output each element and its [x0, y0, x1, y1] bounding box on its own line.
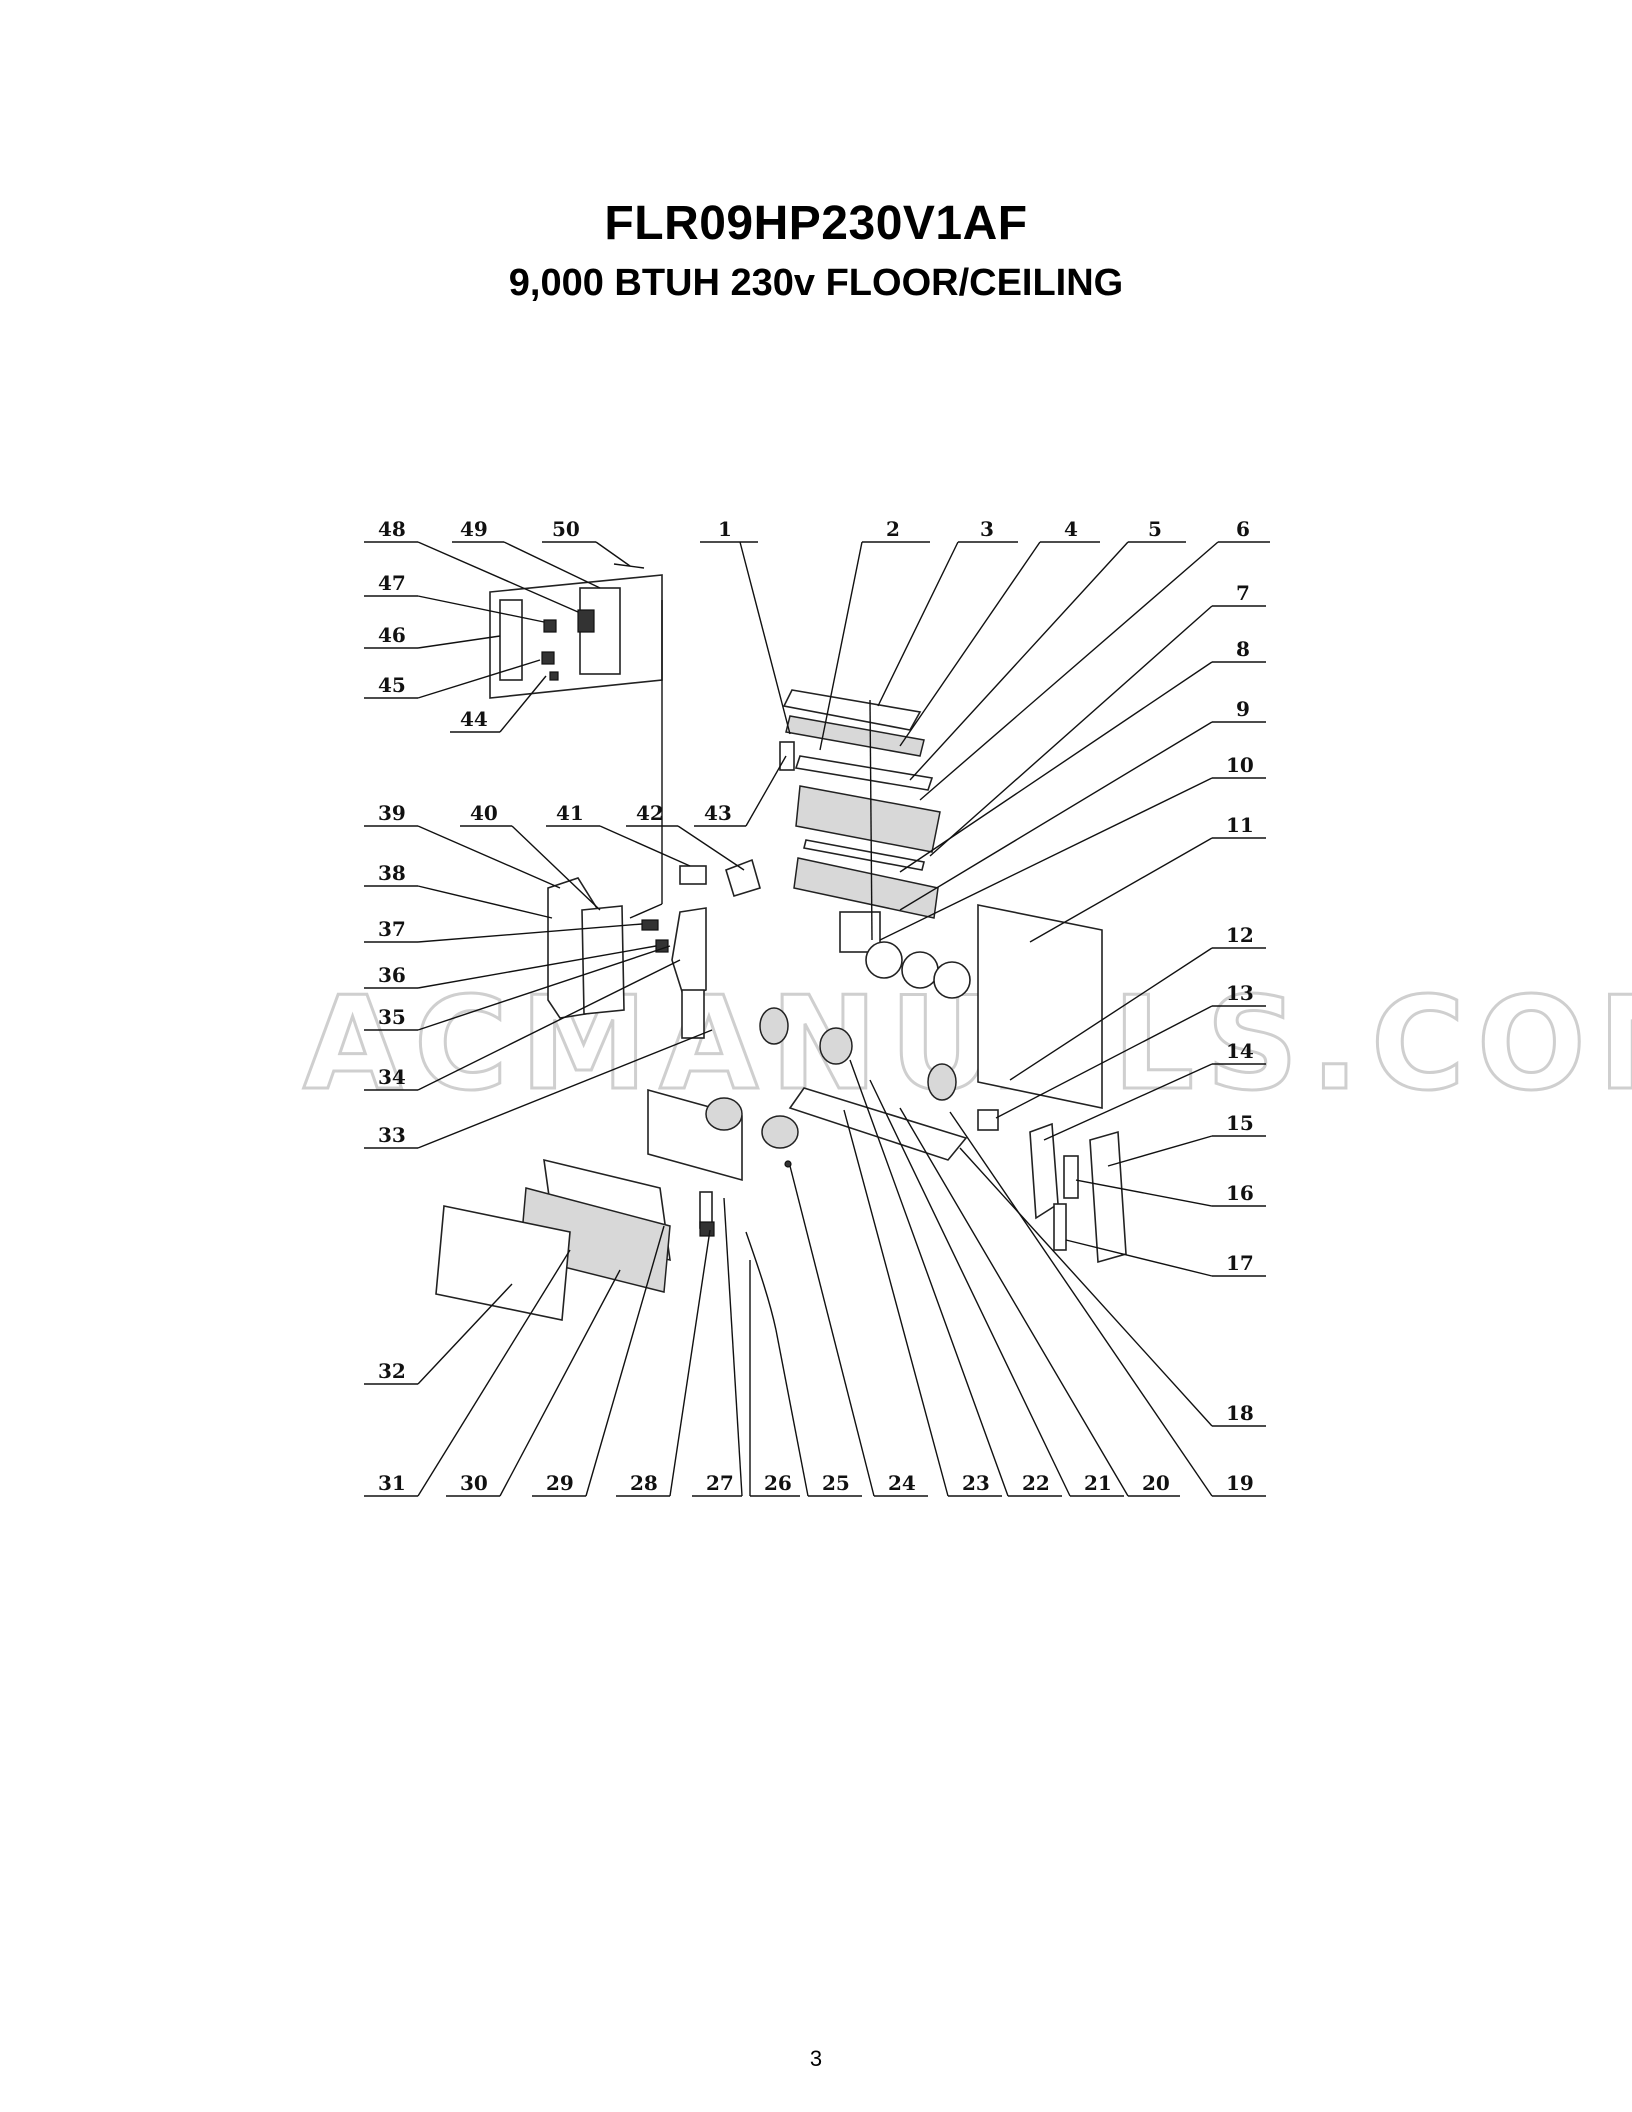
callout-18: 18	[1226, 1401, 1254, 1425]
part-sensor-25	[699, 1221, 715, 1237]
part-small-37	[641, 919, 659, 931]
callout-24: 24	[888, 1471, 916, 1495]
callout-45: 45	[378, 673, 406, 697]
callout-39: 39	[378, 801, 406, 825]
callout-28: 28	[630, 1471, 658, 1495]
part-volute-2	[901, 951, 939, 989]
part-left-inner-plate	[581, 905, 625, 1015]
callout-43: 43	[704, 801, 732, 825]
part-front-cover	[435, 1205, 571, 1321]
part-fan-right	[927, 1063, 957, 1101]
part-grille-34	[681, 989, 705, 1039]
part-evaporator-top	[795, 785, 941, 853]
callout-21: 21	[1084, 1471, 1112, 1495]
callout-49: 49	[460, 517, 488, 541]
callout-31: 31	[378, 1471, 406, 1495]
part-pcb-block	[577, 609, 595, 633]
model-title: FLR09HP230V1AF	[604, 197, 1028, 250]
callout-22: 22	[1022, 1471, 1050, 1495]
callout-7: 7	[1236, 581, 1250, 605]
part-front-top-cover	[782, 689, 922, 731]
callout-12: 12	[1226, 923, 1254, 947]
callout-34: 34	[378, 1065, 406, 1089]
page-number: 3	[809, 2046, 823, 2071]
part-strip	[785, 715, 925, 757]
part-strip-17	[1053, 1203, 1067, 1251]
callouts: 1 2 3 4 5 6 7 8 9 10 11 12	[364, 517, 1270, 1497]
callout-42: 42	[636, 801, 664, 825]
part-relay	[543, 619, 557, 633]
parts	[435, 563, 1127, 1331]
part-scroll-28	[761, 1115, 799, 1149]
callout-1: 1	[718, 517, 732, 541]
callout-16: 16	[1226, 1181, 1254, 1205]
callout-44: 44	[460, 707, 488, 731]
part-remote-holder	[679, 865, 707, 885]
part-motor	[819, 1027, 853, 1065]
part-fan-left	[759, 1007, 789, 1045]
callout-23: 23	[962, 1471, 990, 1495]
callout-11: 11	[1226, 813, 1254, 837]
part-volute-3	[933, 961, 971, 999]
part-scroll-base	[788, 1087, 968, 1161]
part-clip-43	[779, 741, 795, 771]
callout-25: 25	[822, 1471, 850, 1495]
callout-37: 37	[378, 917, 406, 941]
callout-48: 48	[378, 517, 406, 541]
part-small-panel-16	[1063, 1155, 1079, 1199]
callout-32: 32	[378, 1359, 406, 1383]
callout-19: 19	[1226, 1471, 1254, 1495]
callout-14: 14	[1226, 1039, 1254, 1063]
part-volute-1	[865, 941, 903, 979]
callout-6: 6	[1236, 517, 1250, 541]
part-right-cover-15	[1089, 1130, 1127, 1264]
part-rear-panel	[977, 904, 1103, 1109]
callout-26: 26	[764, 1471, 792, 1495]
part-axis	[869, 699, 873, 941]
callout-29: 29	[546, 1471, 574, 1495]
callout-4: 4	[1064, 517, 1078, 541]
watermark: ACMANUALS.COM	[303, 970, 1632, 1119]
part-display-board	[499, 599, 523, 681]
callout-30: 30	[460, 1471, 488, 1495]
part-tray	[793, 857, 939, 919]
part-drain-strip	[803, 839, 925, 871]
callout-5: 5	[1148, 517, 1162, 541]
callout-40: 40	[470, 801, 498, 825]
callout-13: 13	[1226, 981, 1254, 1005]
callout-41: 41	[556, 801, 584, 825]
callout-10: 10	[1226, 753, 1254, 777]
callout-15: 15	[1226, 1111, 1254, 1135]
callout-33: 33	[378, 1123, 406, 1147]
part-wire-harness	[745, 1231, 777, 1331]
part-rail	[794, 755, 934, 791]
callout-27: 27	[706, 1471, 734, 1495]
model-subtitle: 9,000 BTUH 230v FLOOR/CEILING	[508, 262, 1124, 304]
callout-47: 47	[378, 571, 406, 595]
part-remote-control	[725, 858, 761, 897]
part-clamp-13	[977, 1109, 999, 1131]
part-scroll-27	[705, 1097, 743, 1131]
callout-17: 17	[1226, 1251, 1254, 1275]
callout-20: 20	[1142, 1471, 1170, 1495]
callout-35: 35	[378, 1005, 406, 1029]
part-capacitor	[541, 651, 555, 665]
callout-38: 38	[378, 861, 406, 885]
part-screw-24	[784, 1160, 792, 1168]
callout-50: 50	[552, 517, 580, 541]
callout-9: 9	[1236, 697, 1250, 721]
callout-36: 36	[378, 963, 406, 987]
callout-8: 8	[1236, 637, 1250, 661]
callout-46: 46	[378, 623, 406, 647]
callout-3: 3	[980, 517, 994, 541]
part-terminal	[549, 671, 559, 681]
callout-2: 2	[886, 517, 900, 541]
